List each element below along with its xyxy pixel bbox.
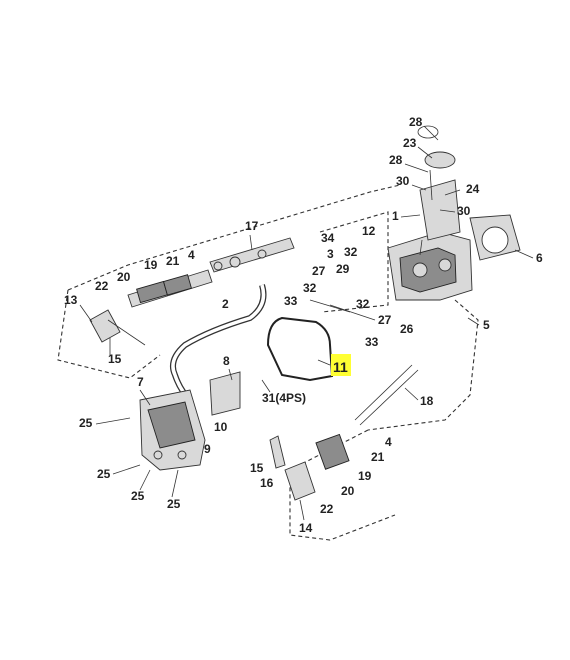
callout-6: 6 (536, 251, 543, 265)
cylinder-head (387, 125, 473, 301)
bracket-plate (209, 371, 241, 416)
callout-20b: 20 (341, 484, 355, 498)
callout-16: 16 (260, 476, 274, 490)
callout-25a: 25 (79, 416, 93, 430)
callout-32b: 32 (303, 281, 317, 295)
callout-21b: 21 (371, 450, 385, 464)
callout-25c: 25 (131, 489, 145, 503)
callout-26: 26 (400, 322, 414, 336)
callout-13: 13 (64, 293, 78, 307)
callout-25d: 25 (167, 497, 181, 511)
callout-15a: 15 (108, 352, 122, 366)
callout-33b: 33 (365, 335, 379, 349)
callout-5: 5 (483, 318, 490, 332)
callout-4a: 4 (188, 248, 195, 262)
head-gasket (469, 214, 521, 261)
callout-32c: 32 (356, 297, 370, 311)
callouts: 28 23 28 30 24 1 30 6 17 34 12 3 32 27 2… (64, 115, 543, 535)
callout-28a: 28 (409, 115, 423, 129)
callout-7: 7 (137, 375, 144, 389)
callout-4b: 4 (385, 435, 392, 449)
valve-cover (139, 389, 206, 471)
rocker-group-left (89, 237, 295, 346)
callout-20a: 20 (117, 270, 131, 284)
callout-22b: 22 (320, 502, 334, 516)
callout-14: 14 (299, 521, 313, 535)
callout-1: 1 (392, 209, 399, 223)
callout-21a: 21 (166, 254, 180, 268)
leader-lines (79, 125, 534, 521)
bolts (309, 169, 433, 321)
callout-12: 12 (362, 224, 376, 238)
callout-23: 23 (403, 136, 417, 150)
callout-30a: 30 (396, 174, 410, 188)
callout-18: 18 (420, 394, 434, 408)
callout-27b: 27 (378, 313, 392, 327)
callout-32a: 32 (344, 245, 358, 259)
outline-lower (289, 429, 396, 541)
callout-15b: 15 (250, 461, 264, 475)
callout-27a: 27 (312, 264, 326, 278)
callout-11: 11 (333, 359, 348, 375)
assembly-outlines (57, 184, 479, 541)
outline-left (57, 289, 161, 379)
callout-19a: 19 (144, 258, 158, 272)
callout-30b: 30 (457, 204, 471, 218)
callout-9: 9 (204, 442, 211, 456)
valve-cover-gasket (266, 316, 334, 382)
callout-3: 3 (327, 247, 334, 261)
outline-head (319, 211, 389, 313)
outline-top (67, 184, 401, 291)
callout-29: 29 (336, 262, 350, 276)
valve-group-right (269, 364, 419, 501)
outline-right (367, 299, 479, 431)
highlight-11 (331, 354, 351, 376)
callout-33a: 33 (284, 294, 298, 308)
callout-8: 8 (223, 354, 230, 368)
callout-19b: 19 (358, 469, 372, 483)
callout-34: 34 (321, 231, 335, 245)
callout-17: 17 (245, 219, 259, 233)
callout-25b: 25 (97, 467, 111, 481)
callout-2: 2 (222, 297, 229, 311)
callout-22a: 22 (95, 279, 109, 293)
callout-28b: 28 (389, 153, 403, 167)
callout-10: 10 (214, 420, 228, 434)
callout-31: 31(4PS) (262, 391, 306, 405)
callout-24: 24 (466, 182, 480, 196)
